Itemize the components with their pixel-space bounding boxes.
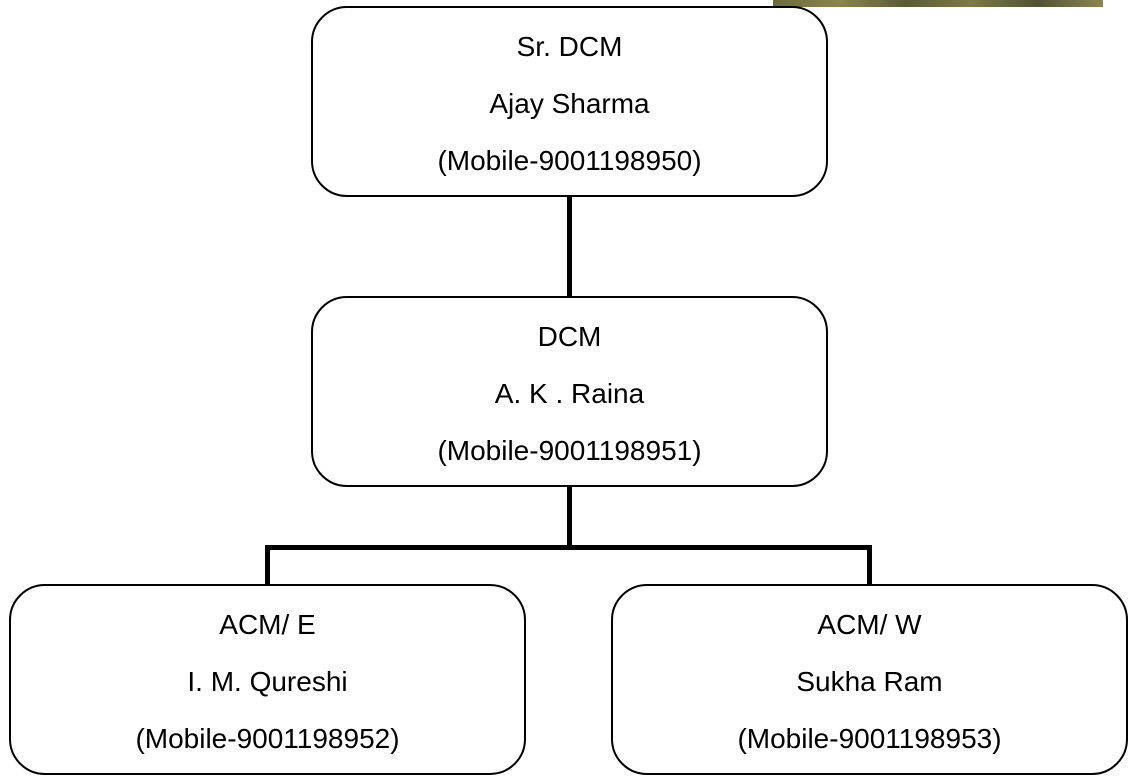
connector-to-acm-w bbox=[867, 545, 872, 585]
node-designation: Sr. DCM bbox=[516, 31, 623, 62]
connector-srdcm-dcm bbox=[567, 196, 572, 297]
node-designation: ACM/ W bbox=[817, 609, 922, 640]
connector-horizontal-branch bbox=[265, 545, 872, 550]
node-designation: DCM bbox=[537, 321, 602, 352]
node-name: A. K . Raina bbox=[494, 378, 645, 409]
node-sr-dcm: Sr. DCM Ajay Sharma (Mobile-9001198950) bbox=[311, 6, 828, 197]
node-mobile: (Mobile-9001198950) bbox=[437, 145, 702, 176]
node-name: Sukha Ram bbox=[796, 666, 943, 697]
connector-to-acm-e bbox=[265, 545, 270, 585]
node-dcm: DCM A. K . Raina (Mobile-9001198951) bbox=[311, 296, 828, 487]
node-mobile: (Mobile-9001198953) bbox=[737, 723, 1002, 754]
node-acm-w: ACM/ W Sukha Ram (Mobile-9001198953) bbox=[611, 584, 1128, 775]
node-mobile: (Mobile-9001198952) bbox=[135, 723, 400, 754]
photo-fragment bbox=[773, 0, 1103, 7]
node-acm-e: ACM/ E I. M. Qureshi (Mobile-9001198952) bbox=[9, 584, 526, 775]
node-mobile: (Mobile-9001198951) bbox=[437, 435, 702, 466]
node-designation: ACM/ E bbox=[219, 609, 316, 640]
connector-dcm-down bbox=[567, 487, 572, 548]
node-name: I. M. Qureshi bbox=[187, 666, 348, 697]
node-name: Ajay Sharma bbox=[489, 88, 650, 119]
